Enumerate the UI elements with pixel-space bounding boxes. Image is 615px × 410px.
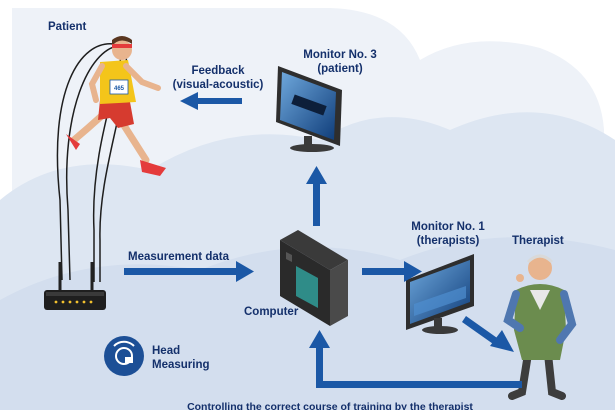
arrow-monitor1-to-therapist — [462, 316, 514, 352]
runner-bib-number: 465 — [114, 86, 125, 92]
arrow-therapist-to-computer — [309, 330, 522, 388]
label-therapist: Therapist — [512, 235, 564, 247]
head-measuring-icon — [104, 336, 144, 376]
label-patient: Patient — [48, 21, 87, 33]
label-head-measuring: Head Measuring — [152, 345, 210, 371]
label-monitor-3: Monitor No. 3 (patient) — [303, 49, 377, 75]
label-measurement-data: Measurement data — [128, 251, 229, 263]
label-feedback: Feedback (visual-acoustic) — [172, 65, 264, 91]
arrow-computer-to-monitor1 — [362, 261, 422, 282]
bottom-caption: Controlling the correct course of traini… — [187, 401, 473, 410]
arrow-measurement-data — [124, 261, 254, 282]
label-computer: Computer — [244, 306, 299, 318]
therapist-figure — [503, 254, 577, 400]
sensor-router-icon — [44, 262, 106, 310]
computer-tower-icon — [280, 230, 348, 326]
monitor-therapist-icon — [406, 254, 474, 334]
sensor-cables — [56, 43, 128, 282]
flow-arrows — [124, 92, 522, 388]
label-monitor-1: Monitor No. 1 (therapists) — [411, 221, 485, 247]
runner-figure: 465 — [66, 36, 166, 176]
arrow-feedback — [180, 92, 242, 110]
monitor-patient-icon — [276, 66, 342, 152]
arrow-computer-to-monitor3 — [306, 166, 327, 226]
